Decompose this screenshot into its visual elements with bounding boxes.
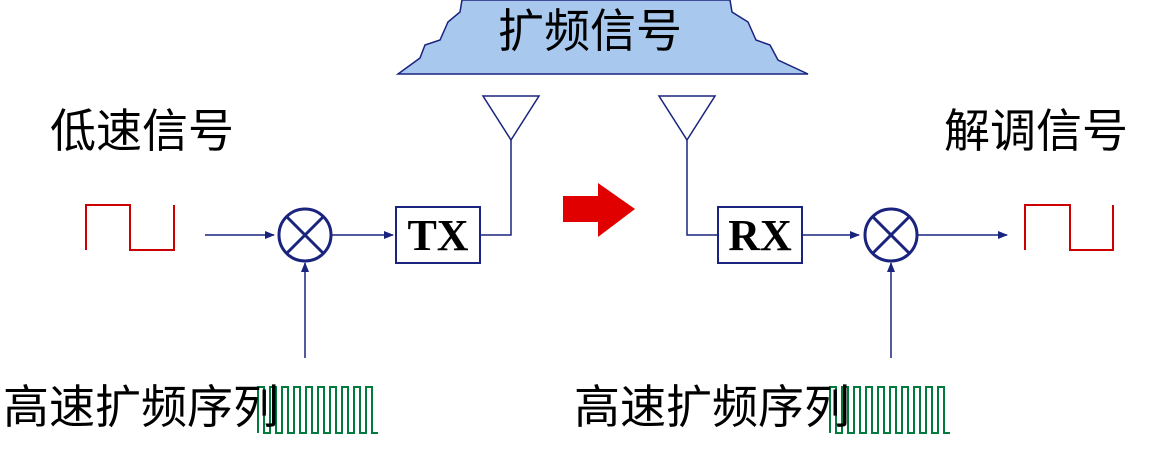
low-rate-signal-label: 低速信号	[50, 104, 234, 158]
rx-antenna-icon	[657, 95, 717, 142]
chip-sequence-right	[829, 386, 950, 434]
chip-sequence-left	[257, 386, 378, 434]
demod-square-wave	[1024, 204, 1114, 251]
rx-antenna-feed	[686, 140, 718, 236]
right-mixer-icon	[863, 207, 919, 263]
low-rate-square-wave	[85, 204, 175, 251]
chip-pulse-train	[257, 386, 378, 434]
transmission-arrow-icon	[563, 183, 635, 237]
tx-antenna-icon	[481, 95, 541, 142]
tx-antenna-feed	[480, 140, 512, 236]
tx-label: TX	[407, 211, 468, 260]
demod-signal-label: 解调信号	[944, 104, 1128, 158]
spread-signal-label: 扩频信号	[498, 4, 682, 58]
spread-signal-cloud	[395, 0, 809, 75]
rx-label: RX	[728, 211, 792, 260]
left-mixer-icon	[277, 207, 333, 263]
spread-seq-label-left: 高速扩频序列	[3, 380, 279, 434]
spread-seq-label-right: 高速扩频序列	[574, 380, 850, 434]
chip-pulse-train	[829, 386, 950, 434]
